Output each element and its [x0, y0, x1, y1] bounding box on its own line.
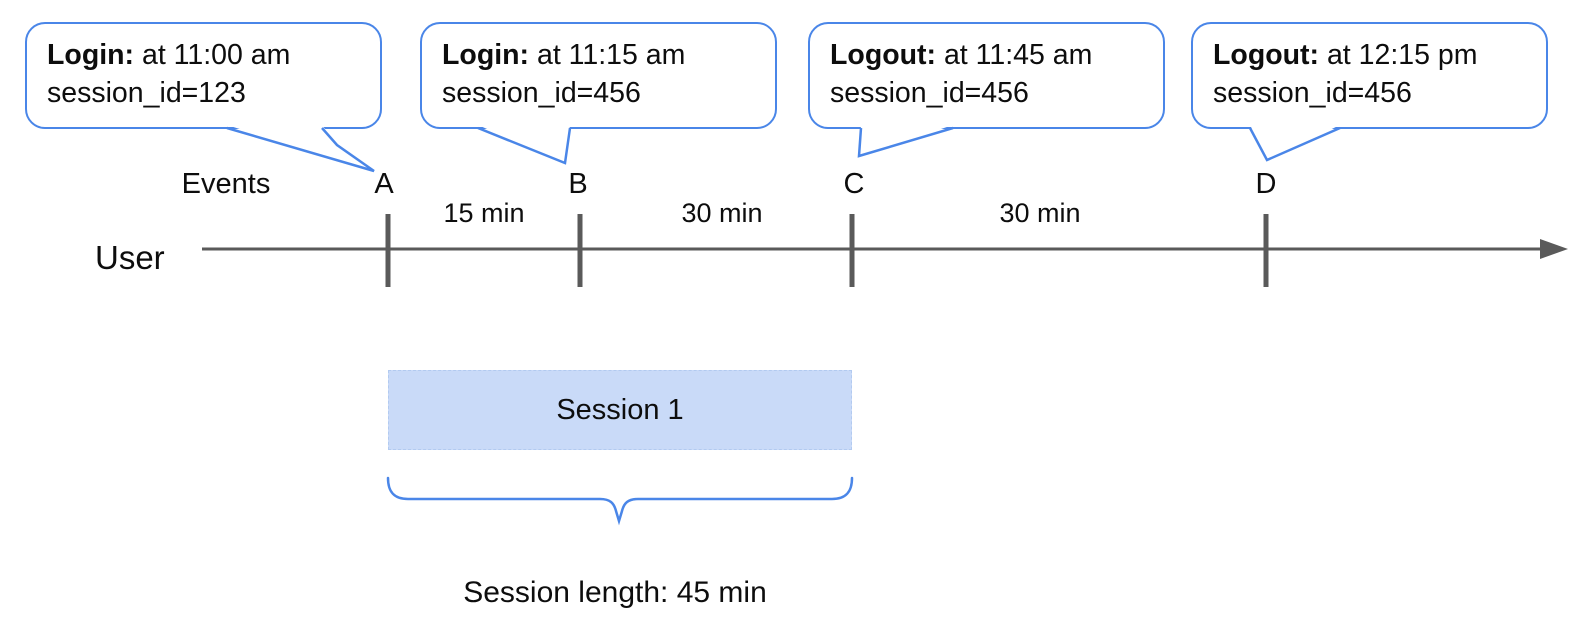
callout-login-A: Login: at 11:00 am session_id=123 [25, 22, 382, 129]
session-id-text: session_id=456 [1213, 77, 1412, 109]
session-id-text: session_id=456 [442, 77, 641, 109]
callout-text: Login: at 11:00 am session_id=123 [27, 24, 380, 112]
event-marker-label-B: B [568, 168, 588, 200]
session-length-label: Session length: 45 min [463, 576, 767, 609]
event-time: at 12:15 pm [1319, 39, 1478, 71]
event-time: at 11:00 am [134, 39, 291, 71]
event-time: at 11:15 am [529, 39, 686, 71]
callout-line1: Login: at 11:00 am [47, 36, 360, 74]
callout-line1: Logout: at 12:15 pm [1213, 36, 1526, 74]
callout-login-B: Login: at 11:15 am session_id=456 [420, 22, 777, 129]
event-type-label: Logout: [1213, 39, 1320, 71]
callout-text: Logout: at 11:45 am session_id=456 [810, 24, 1163, 112]
event-marker-label-A: A [374, 168, 394, 200]
event-time: at 11:45 am [936, 39, 1093, 71]
callout-tail-C [859, 125, 953, 156]
callout-tail-C-outline [857, 126, 954, 158]
session-1-label: Session 1 [556, 393, 684, 426]
event-type-label: Login: [47, 39, 135, 71]
callout-tail-D-outline [1248, 126, 1341, 162]
callout-tail-D [1250, 125, 1340, 160]
event-marker-label-C: C [843, 168, 865, 200]
events-axis-label: Events [181, 168, 271, 200]
callout-text: Login: at 11:15 am session_id=456 [422, 24, 775, 112]
callout-tail-B-outline [477, 126, 572, 165]
callout-line1: Logout: at 11:45 am [830, 36, 1143, 74]
session-id-text: session_id=456 [830, 77, 1029, 109]
callout-line1: Login: at 11:15 am [442, 36, 755, 74]
event-marker-label-D: D [1255, 168, 1277, 200]
event-type-label: Logout: [830, 39, 937, 71]
event-type-label: Login: [442, 39, 530, 71]
callout-logout-C: Logout: at 11:45 am session_id=456 [808, 22, 1165, 129]
user-axis-label: User [95, 239, 165, 276]
callout-tail-B [478, 125, 570, 163]
callout-tail-A [227, 125, 374, 171]
session-length-brace [386, 476, 854, 526]
interval-label-c-d: 30 min [999, 198, 1081, 228]
callout-logout-D: Logout: at 12:15 pm session_id=456 [1191, 22, 1548, 129]
callout-text: Logout: at 12:15 pm session_id=456 [1193, 24, 1546, 112]
interval-label-b-c: 30 min [681, 198, 763, 228]
session-id-text: session_id=123 [47, 77, 246, 109]
interval-label-a-b: 15 min [443, 198, 525, 228]
timeline-arrowhead-icon [1540, 239, 1568, 259]
callout-tail-A-outline [226, 126, 375, 173]
session-1-box: Session 1 [388, 370, 852, 450]
